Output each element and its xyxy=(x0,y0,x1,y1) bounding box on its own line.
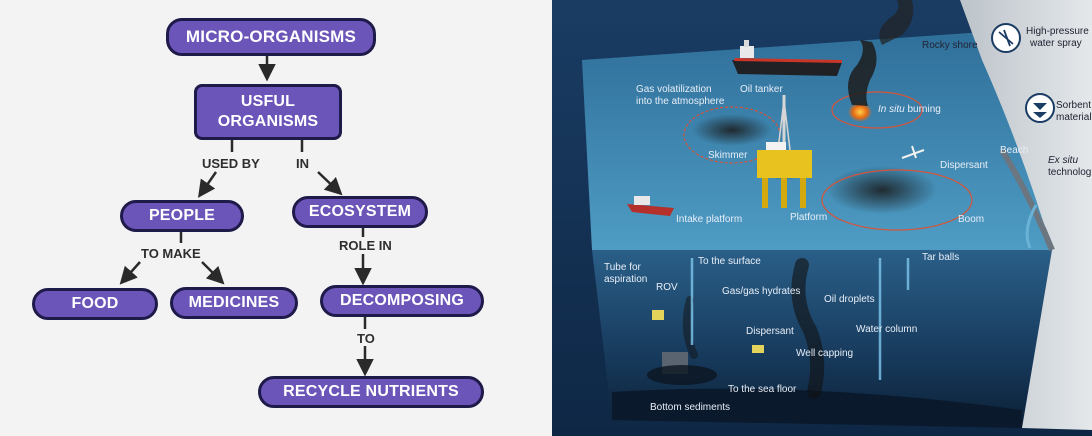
arrow-in-to-ecosystem xyxy=(317,171,343,196)
node-ecosystem-label: ECOSYSTEM xyxy=(308,203,412,220)
edge-label-to: TO xyxy=(357,331,375,346)
dispersant-rov xyxy=(752,345,764,353)
node-people-label: PEOPLE xyxy=(148,207,216,224)
node-useful-organisms-line1: USFUL xyxy=(240,93,296,110)
node-decomposing: DECOMPOSING xyxy=(320,285,484,317)
label-to-sea-floor: To the sea floor xyxy=(728,384,797,395)
node-useful-organisms: USFUL ORGANISMS xyxy=(194,84,342,140)
edge-label-in: IN xyxy=(296,156,309,171)
label-skimmer: Skimmer xyxy=(708,150,748,161)
dispersant-aircraft xyxy=(901,145,925,159)
arrow-to-make-to-medicines xyxy=(201,261,225,285)
node-useful-organisms-line2: ORGANISMS xyxy=(217,113,319,130)
label-platform: Platform xyxy=(790,212,828,223)
boom-ring xyxy=(821,169,973,231)
label-ex-situ-1: Ex situ xyxy=(1048,155,1078,166)
node-medicines-label: MEDICINES xyxy=(188,294,280,311)
label-in-situ-italic: In situ xyxy=(878,104,905,115)
label-gas-volatilization-1: Gas volatilization xyxy=(636,84,712,95)
rov-vehicle xyxy=(652,310,664,320)
label-rov: ROV xyxy=(656,282,678,293)
label-to-surface: To the surface xyxy=(698,256,761,267)
label-ex-situ-italic: Ex situ xyxy=(1048,155,1079,166)
sorbent-icon-glyph xyxy=(1033,103,1047,118)
oil-slick-boom xyxy=(827,166,937,214)
arrow-to-make-to-food xyxy=(119,261,141,285)
gas-smoke xyxy=(879,0,914,45)
node-recycle-nutrients: RECYCLE NUTRIENTS xyxy=(258,376,484,408)
concept-map-arrows xyxy=(119,55,374,377)
label-oil-droplets: Oil droplets xyxy=(824,294,875,305)
label-in-situ-rest: burning xyxy=(904,104,941,115)
oil-tanker-ship xyxy=(732,40,842,76)
label-tar-balls: Tar balls xyxy=(922,252,960,263)
label-bottom-sediments: Bottom sediments xyxy=(650,402,731,413)
node-ecosystem: ECOSYSTEM xyxy=(292,196,428,228)
concept-map: MICRO-ORGANISMS USFUL ORGANISMS USED BY … xyxy=(0,0,552,436)
label-dispersant-deep: Dispersant xyxy=(746,326,794,337)
label-intake-platform: Intake platform xyxy=(676,214,743,225)
burn-smoke xyxy=(848,40,877,106)
subsea-oil-plume xyxy=(791,258,825,399)
burn-fire xyxy=(848,102,872,122)
node-food: FOOD xyxy=(32,288,158,320)
label-tube-2: aspiration xyxy=(604,274,648,285)
node-recycle-nutrients-label: RECYCLE NUTRIENTS xyxy=(283,383,459,400)
label-gas-volatilization-2: into the atmosphere xyxy=(636,96,725,107)
node-decomposing-label: DECOMPOSING xyxy=(340,292,464,309)
label-ex-situ-2: technologies xyxy=(1048,167,1092,178)
subsea-plume-small xyxy=(682,296,698,359)
oil-spill-illustration: Rocky shore High-pressure water spray Oi… xyxy=(552,0,1092,436)
edge-label-role-in: ROLE IN xyxy=(339,238,392,253)
oil-spill-scene xyxy=(552,0,1092,436)
edge-label-used-by: USED BY xyxy=(202,156,260,171)
drilling-platform xyxy=(757,95,812,208)
bottom-sediment-blob xyxy=(647,365,717,385)
label-sorbent-2: material xyxy=(1056,112,1092,123)
label-rocky-shore: Rocky shore xyxy=(922,40,978,51)
beach-strip xyxy=(999,148,1055,252)
edge-label-to-make: TO MAKE xyxy=(141,246,201,261)
water-spray-icon-glyph xyxy=(998,29,1014,47)
label-in-situ-burning: In situ burning xyxy=(878,104,941,115)
label-high-pressure-2: water spray xyxy=(1030,38,1082,49)
burn-ring xyxy=(831,91,923,129)
node-micro-organisms-label: MICRO-ORGANISMS xyxy=(185,27,357,46)
label-high-pressure-1: High-pressure xyxy=(1026,26,1089,37)
arrow-used-by-to-people xyxy=(198,171,218,198)
node-micro-organisms: MICRO-ORGANISMS xyxy=(166,18,376,56)
label-beach: Beach xyxy=(1000,145,1029,156)
node-people: PEOPLE xyxy=(120,200,244,232)
label-sorbent-1: Sorbent xyxy=(1056,100,1092,111)
sea-floor xyxy=(612,388,1022,428)
label-gas-hydrates: Gas/gas hydrates xyxy=(722,286,801,297)
label-well-capping: Well capping xyxy=(796,348,854,359)
oil-slick-skimmer xyxy=(692,114,772,146)
water-column-section xyxy=(592,250,1052,428)
label-dispersant-surface: Dispersant xyxy=(940,160,988,171)
ex-situ-pipe xyxy=(1025,204,1038,249)
label-boom: Boom xyxy=(958,214,985,225)
label-water-column: Water column xyxy=(856,324,918,335)
node-food-label: FOOD xyxy=(71,295,119,312)
intake-platform-ship xyxy=(627,196,674,216)
rocky-shore xyxy=(960,0,1092,430)
node-medicines: MEDICINES xyxy=(170,287,298,319)
label-tube-1: Tube for xyxy=(604,262,641,273)
label-oil-tanker: Oil tanker xyxy=(740,84,783,95)
